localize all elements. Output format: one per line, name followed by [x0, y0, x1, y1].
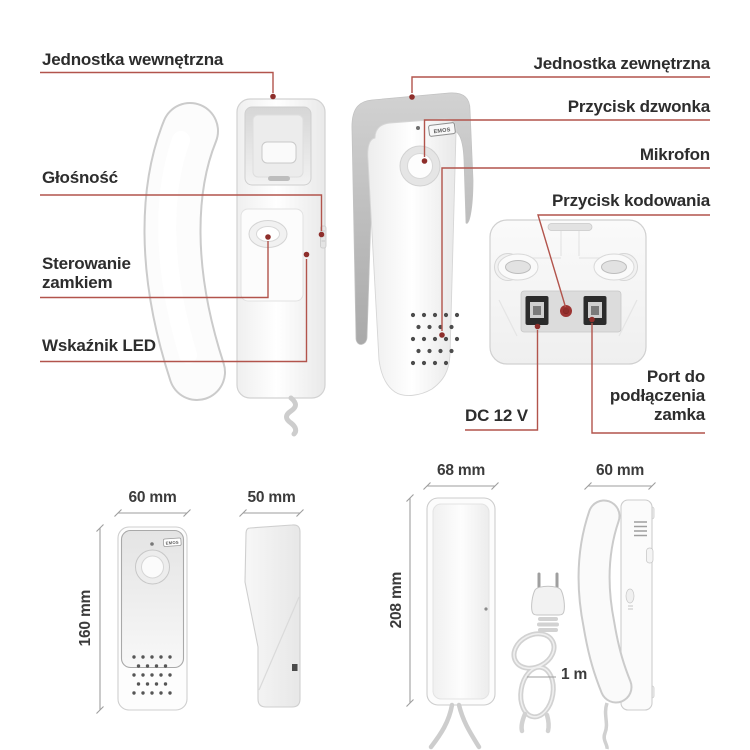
- mounting-keyhole-right: [593, 253, 638, 281]
- side-seam: [258, 596, 300, 691]
- emos-logo-badge: EMOS: [428, 122, 456, 137]
- microphone-hole: [416, 126, 420, 130]
- callout-dot-dc-power: [534, 323, 541, 330]
- callout-line-outdoor-unit: [411, 76, 710, 93]
- callout-dot-lock-control: [265, 234, 271, 240]
- callout-line-dc-power: [465, 330, 539, 431]
- lock-port-connector: [583, 296, 607, 325]
- handset-side-body: [579, 501, 631, 702]
- callout-line-lock-control: [40, 241, 269, 299]
- callout-dot-led-indicator: [303, 251, 310, 258]
- mounting-keyhole-left: [494, 253, 539, 281]
- callout-label-microphone: Mikrofon: [639, 145, 710, 164]
- callout-dot-lock-port: [589, 316, 595, 323]
- outdoor-body: [367, 118, 457, 396]
- dimension-label-outdoor-height: 160 mm: [76, 589, 94, 647]
- outdoor-rain-hood: [351, 92, 474, 345]
- callout-dot-indoor-unit: [270, 93, 276, 100]
- indoor-unit-illustration: [143, 98, 327, 437]
- callout-lines: [40, 71, 710, 434]
- cable-knot: [537, 617, 559, 632]
- callout-line-microphone: [441, 167, 710, 331]
- callout-line-lock-port: [591, 323, 705, 434]
- indoor-back-cover: [432, 503, 490, 700]
- vent-slots: [634, 521, 647, 537]
- callout-dot-coding-button: [563, 307, 569, 314]
- dim-line-outdoor-depth: [239, 509, 304, 517]
- callout-dot-doorbell-button: [421, 158, 428, 164]
- speaker-grille: [132, 655, 172, 695]
- dimension-label-outdoor-width: 60 mm: [128, 489, 177, 506]
- svg-text:EMOS: EMOS: [166, 540, 179, 546]
- svg-text:EMOS: EMOS: [433, 127, 451, 135]
- handset-cord: [602, 702, 609, 750]
- panel-top-slot: [547, 223, 593, 231]
- dim-line-outdoor-width: [114, 509, 191, 517]
- dimension-lines: [96, 482, 656, 714]
- dim-line-indoor-height: [406, 494, 414, 707]
- side-clip: [646, 547, 654, 564]
- outdoor-back-panel-illustration: [489, 219, 647, 365]
- callout-label-volume: Głośność: [42, 168, 118, 187]
- callout-label-lock-control: Sterowanie zamkiem: [42, 254, 131, 293]
- microphone-hole: [150, 542, 154, 546]
- dimension-label-indoor-width: 68 mm: [436, 462, 486, 479]
- outdoor-unit-illustration: EMOS: [351, 92, 474, 396]
- handset-side-dimension-view: [577, 499, 655, 750]
- callout-label-lock-port: Port do podłączenia zamka: [609, 367, 705, 425]
- side-port: [292, 664, 298, 671]
- dim-line-outdoor-height: [96, 524, 104, 714]
- cradle-slot: [268, 176, 290, 181]
- callout-label-coding-button: Przycisk kodowania: [552, 191, 710, 210]
- wire-right: [456, 702, 482, 750]
- callout-dot-volume: [318, 231, 325, 238]
- indoor-back-dimension-view: [426, 497, 496, 750]
- speaker-grille: [410, 312, 460, 366]
- plug-body: [531, 585, 565, 616]
- dc-power-connector: [525, 296, 549, 325]
- callout-line-led-indicator: [40, 259, 308, 363]
- dimension-label-cable-length: 1 m: [561, 666, 588, 683]
- callout-dot-microphone: [439, 332, 445, 338]
- dimension-label-outdoor-depth: 50 mm: [247, 489, 296, 506]
- callout-dot-outdoor-unit: [409, 94, 415, 100]
- power-plug-cable-illustration: [511, 572, 565, 734]
- outdoor-side-body: [244, 524, 301, 708]
- cable-tails: [519, 711, 551, 734]
- outdoor-front-dimension-view: EMOS: [117, 526, 188, 711]
- dimension-label-handset-width: 60 mm: [595, 462, 645, 479]
- callout-label-dc-power: DC 12 V: [465, 406, 528, 425]
- callout-line-coding-button: [537, 214, 710, 308]
- outdoor-side-dimension-view: [244, 524, 301, 708]
- wire-left: [428, 702, 455, 750]
- callout-line-volume: [40, 194, 323, 231]
- dimension-label-indoor-height: 208 mm: [387, 571, 405, 629]
- wall-base-side: [620, 499, 653, 711]
- callout-label-led-indicator: Wskaźnik LED: [42, 336, 156, 355]
- doorbell-button: [407, 153, 433, 179]
- emos-logo-badge: EMOS: [163, 537, 182, 547]
- handset-cord: [284, 395, 299, 437]
- dim-line-handset-width: [584, 482, 656, 490]
- hook-switch-tab: [261, 141, 297, 164]
- callout-label-indoor-unit: Jednostka wewnętrzna: [42, 50, 224, 69]
- callout-line-indoor-unit: [40, 71, 274, 93]
- back-cover-hole: [484, 607, 488, 611]
- hook-switch-side: [625, 588, 635, 604]
- dim-line-indoor-width: [423, 482, 499, 490]
- callout-label-doorbell-button: Przycisk dzwonka: [567, 97, 711, 116]
- cable-loop-bottom: [518, 664, 556, 720]
- callout-dots: [265, 93, 595, 338]
- callout-line-doorbell-button: [423, 119, 710, 157]
- callout-label-outdoor-unit: Jednostka zewnętrzna: [533, 54, 711, 73]
